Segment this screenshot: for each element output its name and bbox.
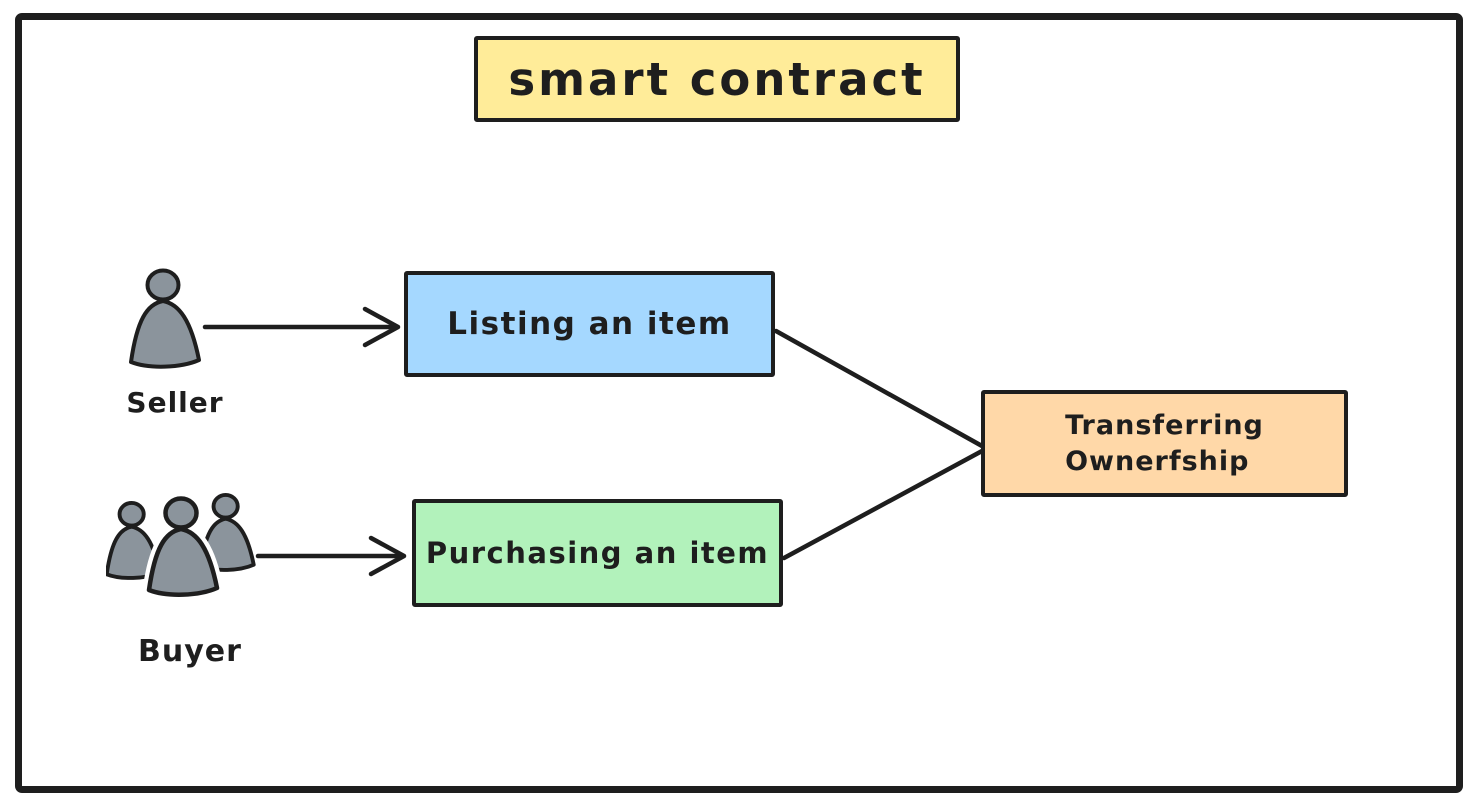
people-group-icon xyxy=(106,492,256,602)
node-transferring-label: Transferring Ownerfship xyxy=(1065,409,1264,477)
node-transferring-ownership: Transferring Ownerfship xyxy=(981,390,1348,497)
node-listing-an-item: Listing an item xyxy=(404,271,775,377)
diagram-title: smart contract xyxy=(474,36,960,122)
actor-label-buyer: Buyer xyxy=(138,634,242,669)
node-listing-label: Listing an item xyxy=(447,306,732,342)
diagram-title-text: smart contract xyxy=(508,52,926,106)
diagram-outer-frame xyxy=(15,13,1463,793)
node-purchasing-label: Purchasing an item xyxy=(425,536,770,570)
actor-label-seller: Seller xyxy=(126,386,224,419)
node-purchasing-an-item: Purchasing an item xyxy=(412,499,783,607)
person-icon xyxy=(129,268,201,369)
